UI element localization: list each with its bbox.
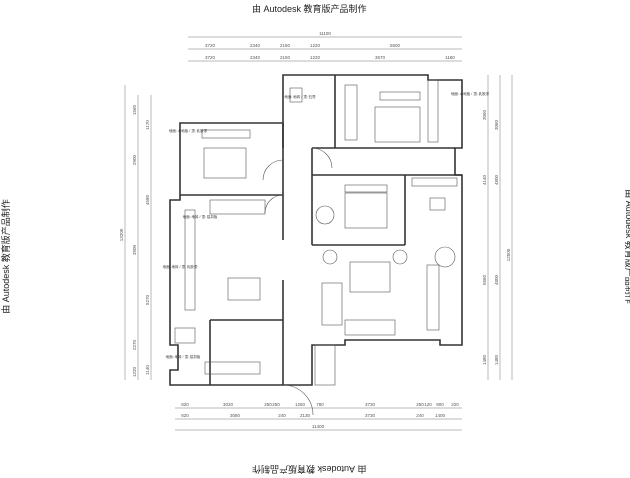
walls — [169, 74, 463, 386]
dimension-label: 240 — [278, 413, 286, 418]
dimension-label: 1220 — [310, 43, 321, 48]
dimension-label: 2270 — [132, 339, 137, 350]
dimension-label: 4140 — [482, 174, 487, 185]
dimension-label: 4800 — [494, 274, 499, 285]
dimension-label: 250 — [272, 402, 280, 407]
room-label: 地面: 木地板 / 顶: 乳胶漆 — [169, 128, 208, 133]
room-label: 地面: 地砖 / 顶: 乳胶漆 — [163, 264, 198, 269]
dimension-label: 250 — [264, 402, 272, 407]
dimension-label: 13200 — [119, 228, 124, 241]
dimension-label: 3730 — [365, 413, 376, 418]
dimension-label: 5500 — [390, 43, 401, 48]
dimension-label: 4800 — [494, 174, 499, 185]
dimension-label: 900 — [436, 402, 444, 407]
dimension-label: 250 — [416, 402, 424, 407]
dimension-label: 2150 — [280, 43, 291, 48]
dimension-label: 220 — [451, 402, 459, 407]
dimension-label: 240 — [416, 413, 424, 418]
dimension-label: 1140 — [145, 365, 150, 375]
dimension-label: 5660 — [482, 274, 487, 285]
dimension-label: 120 — [424, 402, 432, 407]
dimension-label: 780 — [316, 402, 324, 407]
furniture — [174, 79, 458, 416]
watermark-top: 由 Autodesk 教育版产品制作 — [252, 4, 367, 14]
dimension-label: 3060 — [482, 109, 487, 120]
dimension-label: 1480 — [482, 354, 487, 365]
dimension-label: 11400 — [312, 424, 325, 429]
room-label: 地面: 地砖 / 顶: 石膏 — [284, 94, 316, 99]
dimension-label: 12500 — [506, 248, 511, 261]
dimension-label: 1220 — [132, 366, 137, 377]
dimension-label: 3900 — [132, 244, 137, 255]
dimension-label: 1560 — [132, 104, 137, 115]
dimension-label: 2130 — [300, 413, 311, 418]
dimension-label: 1180 — [445, 55, 455, 60]
dimension-label: 3020 — [223, 402, 234, 407]
dimension-label: 2340 — [250, 55, 261, 60]
dimension-label: 1220 — [310, 55, 321, 60]
dimension-label: 11100 — [319, 31, 331, 36]
dimension-label: 820 — [181, 413, 189, 418]
dimension-label: 1400 — [435, 413, 446, 418]
dimension-lines — [124, 36, 513, 431]
dimension-label: 3080 — [230, 413, 241, 418]
dimension-label: 1170 — [145, 120, 150, 130]
room-label: 地面: 地砖 / 顶: 铝扣板 — [166, 354, 201, 359]
dimension-label: 3060 — [494, 119, 499, 130]
dimension-label: 5270 — [145, 294, 150, 305]
dimension-label: 3720 — [205, 55, 216, 60]
dimension-label: 2150 — [280, 55, 291, 60]
dimension-label: 3670 — [375, 55, 386, 60]
dimension-label: 3720 — [205, 43, 216, 48]
room-label: 地面: 地砖 / 顶: 铝扣板 — [183, 214, 218, 219]
dimension-label: 2340 — [250, 43, 261, 48]
dimension-label: 2900 — [132, 154, 137, 165]
dimension-label: 4580 — [145, 194, 150, 205]
dimension-label: 820 — [181, 402, 189, 407]
dimension-label: 1250 — [295, 402, 306, 407]
dimension-label: 1480 — [494, 354, 499, 365]
dimension-label: 3730 — [365, 402, 376, 407]
room-label: 地面: 木地板 / 顶: 乳胶漆 — [451, 91, 490, 96]
